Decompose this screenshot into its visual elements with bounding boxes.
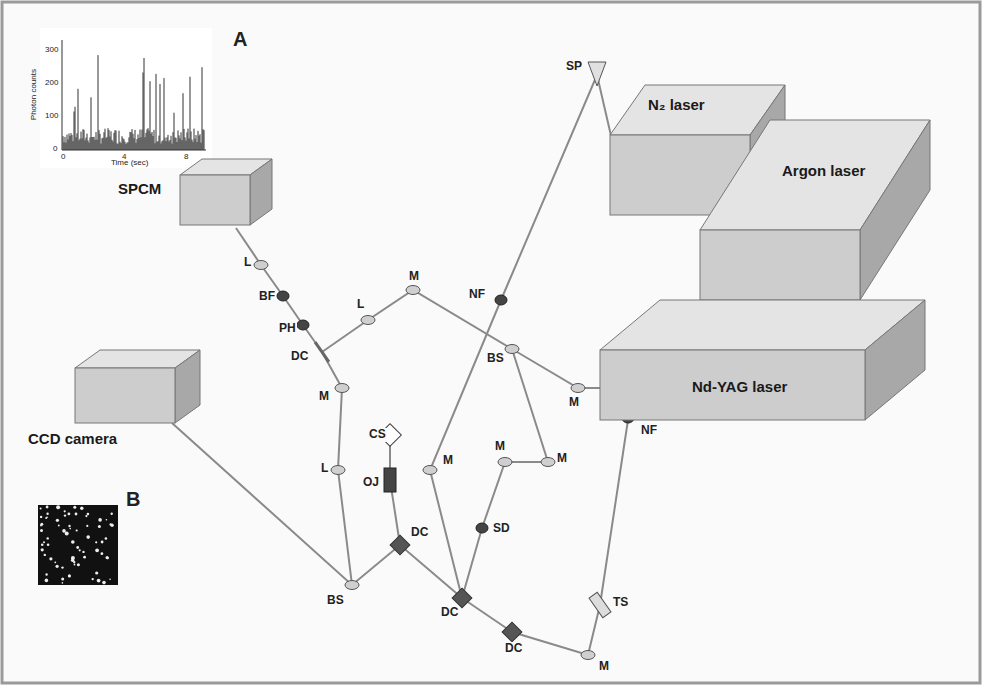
laser-beam xyxy=(172,423,462,598)
tick-label: 100 xyxy=(44,111,59,120)
dichroic-plate xyxy=(314,341,330,362)
laser-beam xyxy=(236,228,322,352)
axis-title: Photon counts xyxy=(29,68,38,121)
component-label: DC xyxy=(290,350,309,364)
lens-symbol xyxy=(345,581,359,590)
device-name: N₂ laser xyxy=(648,96,705,114)
photon-count-inset xyxy=(40,28,212,168)
lens-symbol xyxy=(331,466,345,475)
filter-symbol xyxy=(476,523,488,533)
laser-beam xyxy=(430,75,612,598)
laser-box: Nd-YAG laser xyxy=(598,298,927,422)
tick-label: 8 xyxy=(183,152,189,161)
laser-box: Argon laser xyxy=(698,118,932,302)
component-label: M xyxy=(598,660,610,674)
filter-symbol xyxy=(277,291,289,301)
mirror-symbol xyxy=(423,466,437,475)
mirror-symbol xyxy=(581,651,595,660)
component-label: NF xyxy=(640,424,658,438)
dichroic-cube xyxy=(452,588,472,608)
component-label: L xyxy=(320,462,329,476)
component-label: SD xyxy=(492,522,511,536)
axis-title: Time (sec) xyxy=(110,158,149,167)
component-label: M xyxy=(494,440,506,454)
component-label: M xyxy=(408,270,420,284)
device-name: Nd-YAG laser xyxy=(692,378,787,396)
component-label: M xyxy=(568,396,580,410)
component-label: M xyxy=(556,452,568,466)
component-label: M xyxy=(442,454,454,468)
component-label: NF xyxy=(468,288,486,302)
component-label: TS xyxy=(612,596,629,610)
component-label: DC xyxy=(440,606,459,620)
component-label: PH xyxy=(278,322,297,336)
component-label: CS xyxy=(368,428,387,442)
component-label: DC xyxy=(410,526,429,540)
beam-paths xyxy=(172,75,628,655)
component-label: M xyxy=(318,390,330,404)
component-label: L xyxy=(356,298,365,312)
component-label: BF xyxy=(258,290,276,304)
inset-letter: A xyxy=(232,28,248,51)
laser-beam xyxy=(322,290,600,388)
dichroic-cube xyxy=(502,622,522,642)
lens-symbol xyxy=(254,261,268,270)
mirror-symbol xyxy=(498,458,512,467)
tick-label: 200 xyxy=(44,78,59,87)
filter-symbol xyxy=(495,295,507,305)
optical-components xyxy=(254,62,634,660)
filter-symbol xyxy=(297,320,309,330)
component-label: L xyxy=(243,256,252,270)
ccd-image-inset xyxy=(38,505,118,585)
lens-symbol xyxy=(361,316,375,325)
tick-label: 0 xyxy=(52,144,58,153)
laser-beam xyxy=(462,349,548,598)
prism-symbol xyxy=(588,62,606,86)
device-name: Argon laser xyxy=(782,162,865,180)
tick-label: 300 xyxy=(44,45,59,54)
component-label: DC xyxy=(504,642,523,656)
tick-label: 4 xyxy=(121,152,127,161)
mirror-symbol xyxy=(406,286,420,295)
lens-symbol xyxy=(505,345,519,354)
inset-letter: B xyxy=(125,488,141,511)
tick-label: 0 xyxy=(60,152,66,161)
component-label: OJ xyxy=(362,476,380,490)
box-outline xyxy=(698,118,932,302)
mirror-symbol xyxy=(335,384,349,393)
telescope-symbol xyxy=(589,592,611,617)
mirror-symbol xyxy=(541,458,555,467)
component-label: BS xyxy=(326,594,345,608)
objective-symbol xyxy=(384,468,396,492)
detector-box: SPCM xyxy=(116,157,274,227)
laser-beam xyxy=(462,420,628,655)
component-label: BS xyxy=(486,352,505,366)
device-name: CCD camera xyxy=(28,430,117,448)
component-label: SP xyxy=(565,60,583,74)
mirror-symbol xyxy=(571,384,585,393)
camera-box: CCD camera xyxy=(26,348,202,450)
box-outline xyxy=(598,298,927,422)
device-name: SPCM xyxy=(118,180,161,198)
dichroic-cube xyxy=(390,535,410,555)
